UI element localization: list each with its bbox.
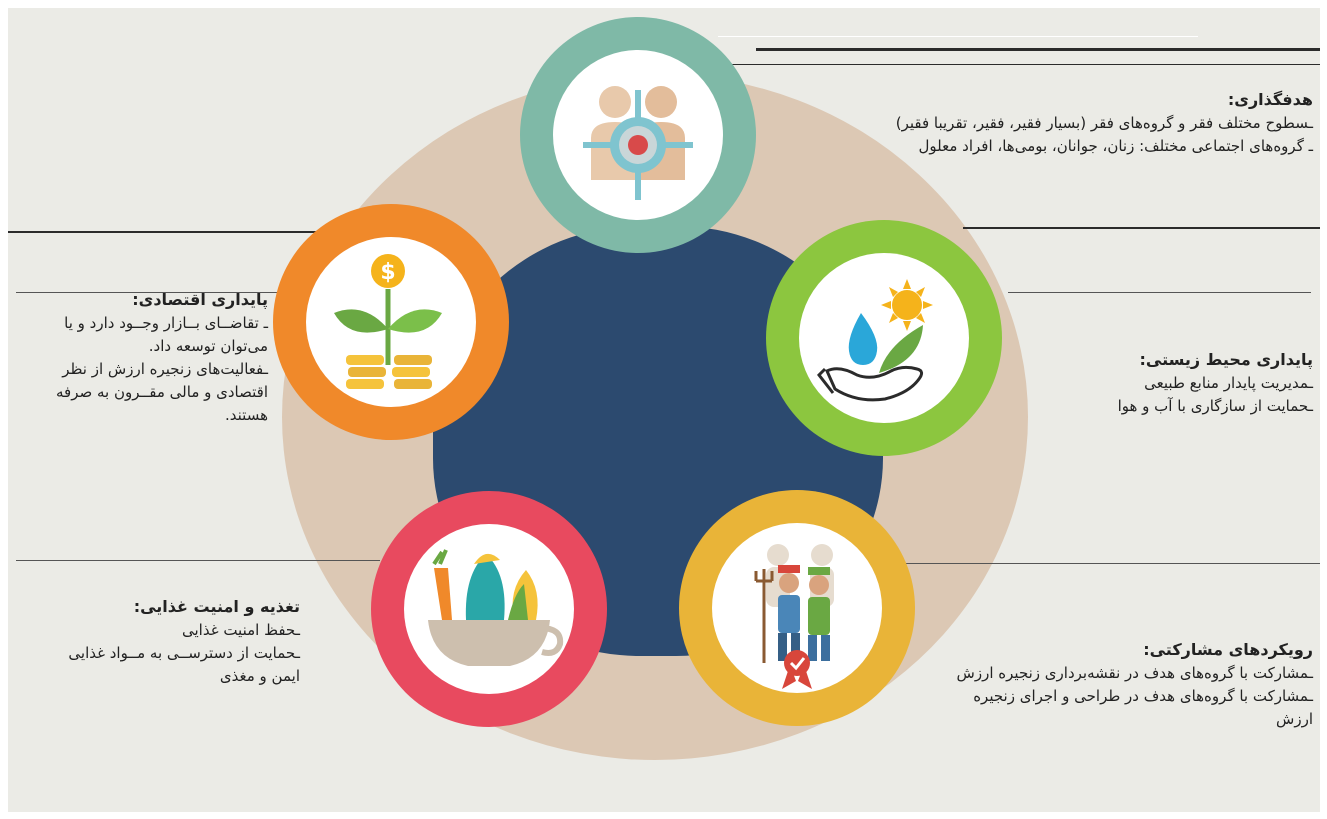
- divider-line: [8, 231, 318, 233]
- targeting-circle: [520, 17, 756, 253]
- economic-circle: $: [273, 204, 509, 440]
- economic-item: می‌توان توسعه داد.: [148, 337, 268, 355]
- nutrition-item: ـحمایت از دسترســی به مــواد غذایی: [68, 644, 300, 662]
- svg-text:$: $: [380, 260, 395, 285]
- divider-line: [900, 563, 1320, 564]
- divider-line: [963, 227, 1320, 229]
- hand-plant-sun-icon: [817, 279, 933, 402]
- participatory-title: رویکردهای مشارکتی:: [1143, 640, 1313, 659]
- economic-item: هستند.: [225, 406, 268, 424]
- money-plant-coins-icon: $: [334, 254, 442, 389]
- participatory-text: رویکردهای مشارکتی: ـمشارکت با گروه‌های ه…: [893, 638, 1313, 731]
- economic-text: پایداری اقتصادی: ـ تقاضــای بــازار وجــ…: [14, 288, 268, 427]
- economic-item: اقتصادی و مالی مقــرون به صرفه: [55, 383, 268, 401]
- participatory-item: ارزش: [1276, 710, 1313, 728]
- targeting-item: ـسطوح مختلف فقر و گروه‌های فقر (بسیار فق…: [895, 114, 1313, 132]
- environment-item: ـمدیریت پایدار منابع طبیعی: [1144, 374, 1313, 392]
- economic-item: ـفعالیت‌های زنجیره ارزش از نظر: [62, 360, 268, 378]
- environment-item: ـحمایت از سازگاری با آب و هوا: [1117, 397, 1313, 415]
- participatory-circle: [679, 490, 915, 726]
- nutrition-item: ایمن و مغذی: [219, 667, 300, 685]
- farmers-badge-icon: [754, 544, 834, 689]
- economic-title: پایداری اقتصادی:: [132, 290, 268, 309]
- divider-line: [728, 64, 1320, 65]
- target-people-icon: [583, 86, 693, 200]
- food-bowl-icon: [428, 549, 564, 666]
- nutrition-item: ـحفظ امنیت غذایی: [182, 621, 300, 639]
- participatory-item: ـمشارکت با گروه‌های هدف در نقشه‌برداری ز…: [956, 664, 1313, 682]
- nutrition-title: تغذیه و امنیت غذایی:: [133, 597, 300, 616]
- economic-item: ـ تقاضــای بــازار وجــود دارد و یا: [64, 314, 268, 332]
- targeting-item: ـ گروه‌های اجتماعی مختلف: زنان، جوانان، …: [918, 137, 1314, 155]
- divider-line: [16, 292, 278, 293]
- divider-line: [718, 36, 1198, 37]
- environment-circle: [766, 220, 1002, 456]
- environment-title: پایداری محیط زیستی:: [1139, 350, 1313, 369]
- nutrition-text: تغذیه و امنیت غذایی: ـحفظ امنیت غذایی ـح…: [14, 595, 300, 688]
- divider-line: [16, 560, 380, 561]
- environment-circle-inner: [799, 253, 969, 423]
- nutrition-circle: [371, 491, 607, 727]
- targeting-text: هدفگذاری: ـسطوح مختلف فقر و گروه‌های فقر…: [843, 88, 1313, 158]
- diagram-canvas: $ هدفگذاری: ـسطوح مختلف فقر و گروه‌های ف…: [8, 8, 1320, 812]
- participatory-item: ـمشارکت با گروه‌های هدف در طراحی و اجرای…: [973, 687, 1313, 705]
- divider-line: [756, 48, 1320, 51]
- environment-text: پایداری محیط زیستی: ـمدیریت پایدار منابع…: [1013, 348, 1313, 418]
- targeting-title: هدفگذاری:: [1227, 90, 1313, 109]
- divider-line: [1008, 292, 1311, 293]
